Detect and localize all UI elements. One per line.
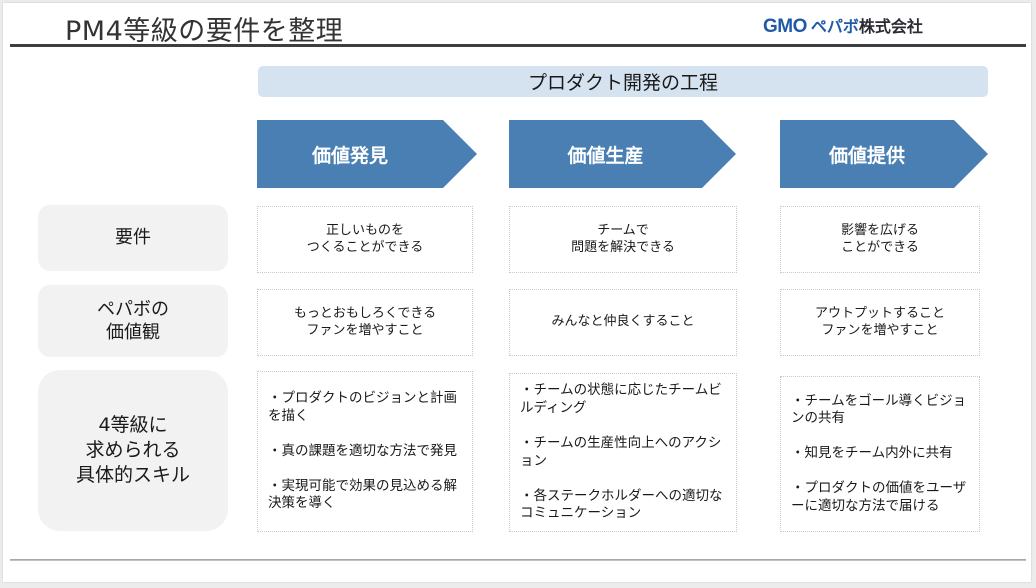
cell-skills-discovery: ・プロダクトのビジョンと計画を描く ・真の課題を適切な方法で発見 ・実現可能で効…	[257, 371, 473, 532]
row-label-values: ペパボの 価値観	[38, 285, 228, 357]
cell-values-production: みんなと仲良くすること	[509, 289, 737, 356]
skill-item: ・プロダクトのビジョンと計画を描く	[268, 390, 457, 424]
slide-title: PM4等級の要件を整理	[65, 16, 344, 47]
footer-divider	[10, 559, 1026, 561]
skill-item: ・チームの生産性向上へのアクション	[520, 434, 722, 469]
logo-japanese: ペパボ株式会社	[811, 13, 923, 37]
skill-item: ・プロダクトの価値をユーザーに適切な方法で届ける	[791, 480, 967, 514]
stage-label: 価値発見	[311, 144, 388, 167]
logo-latin: GMO	[763, 16, 807, 37]
cell-values-discovery: もっとおもしろくできる ファンを増やすこと	[257, 289, 473, 356]
cell-requirements-discovery: 正しいものを つくることができる	[257, 206, 473, 273]
skill-item: ・チームをゴール導くビジョンの共有	[791, 392, 967, 427]
cell-requirements-production: チームで 問題を解決できる	[509, 206, 737, 273]
cell-requirements-delivery: 影響を広げる ことができる	[780, 206, 980, 273]
cell-values-delivery: アウトプットすること ファンを増やすこと	[780, 289, 980, 356]
stage-chevron-delivery: 価値提供	[780, 120, 988, 188]
skill-item: ・チームの状態に応じたチームビルディング	[520, 382, 722, 416]
company-logo: GMO ペパボ株式会社	[763, 13, 923, 38]
header-divider	[10, 44, 1026, 47]
row-label-skills: 4等級に 求められる 具体的スキル	[38, 370, 228, 531]
skill-item: ・真の課題を適切な方法で発見	[268, 442, 457, 459]
logo-kana: ペパボ	[810, 17, 859, 36]
stage-label: 価値生産	[567, 144, 644, 167]
row-label-requirements: 要件	[38, 205, 228, 271]
logo-kanji: 株式会社	[858, 17, 923, 36]
skill-item: ・各ステークホルダーへの適切なコミュニケーション	[520, 487, 723, 522]
process-banner: プロダクト開発の工程	[258, 66, 988, 97]
cell-skills-delivery: ・チームをゴール導くビジョンの共有 ・知見をチーム内外に共有 ・プロダクトの価値…	[780, 376, 980, 532]
cell-skills-production: ・チームの状態に応じたチームビルディング ・チームの生産性向上へのアクション ・…	[509, 373, 737, 532]
skills-list: ・プロダクトのビジョンと計画を描く ・真の課題を適切な方法で発見 ・実現可能で効…	[268, 373, 462, 531]
stage-label: 価値提供	[828, 144, 905, 167]
stage-chevron-production: 価値生産	[509, 120, 736, 188]
skills-list: ・チームの状態に応じたチームビルディング ・チームの生産性向上へのアクション ・…	[520, 365, 726, 540]
stage-chevron-discovery: 価値発見	[257, 120, 477, 188]
skills-list: ・チームをゴール導くビジョンの共有 ・知見をチーム内外に共有 ・プロダクトの価値…	[791, 375, 969, 533]
slide: PM4等級の要件を整理 GMO ペパボ株式会社 プロダクト開発の工程 価値発見 …	[3, 3, 1031, 582]
skill-item: ・実現可能で効果の見込める解決策を導く	[268, 477, 457, 512]
skill-item: ・知見をチーム内外に共有	[791, 445, 953, 462]
